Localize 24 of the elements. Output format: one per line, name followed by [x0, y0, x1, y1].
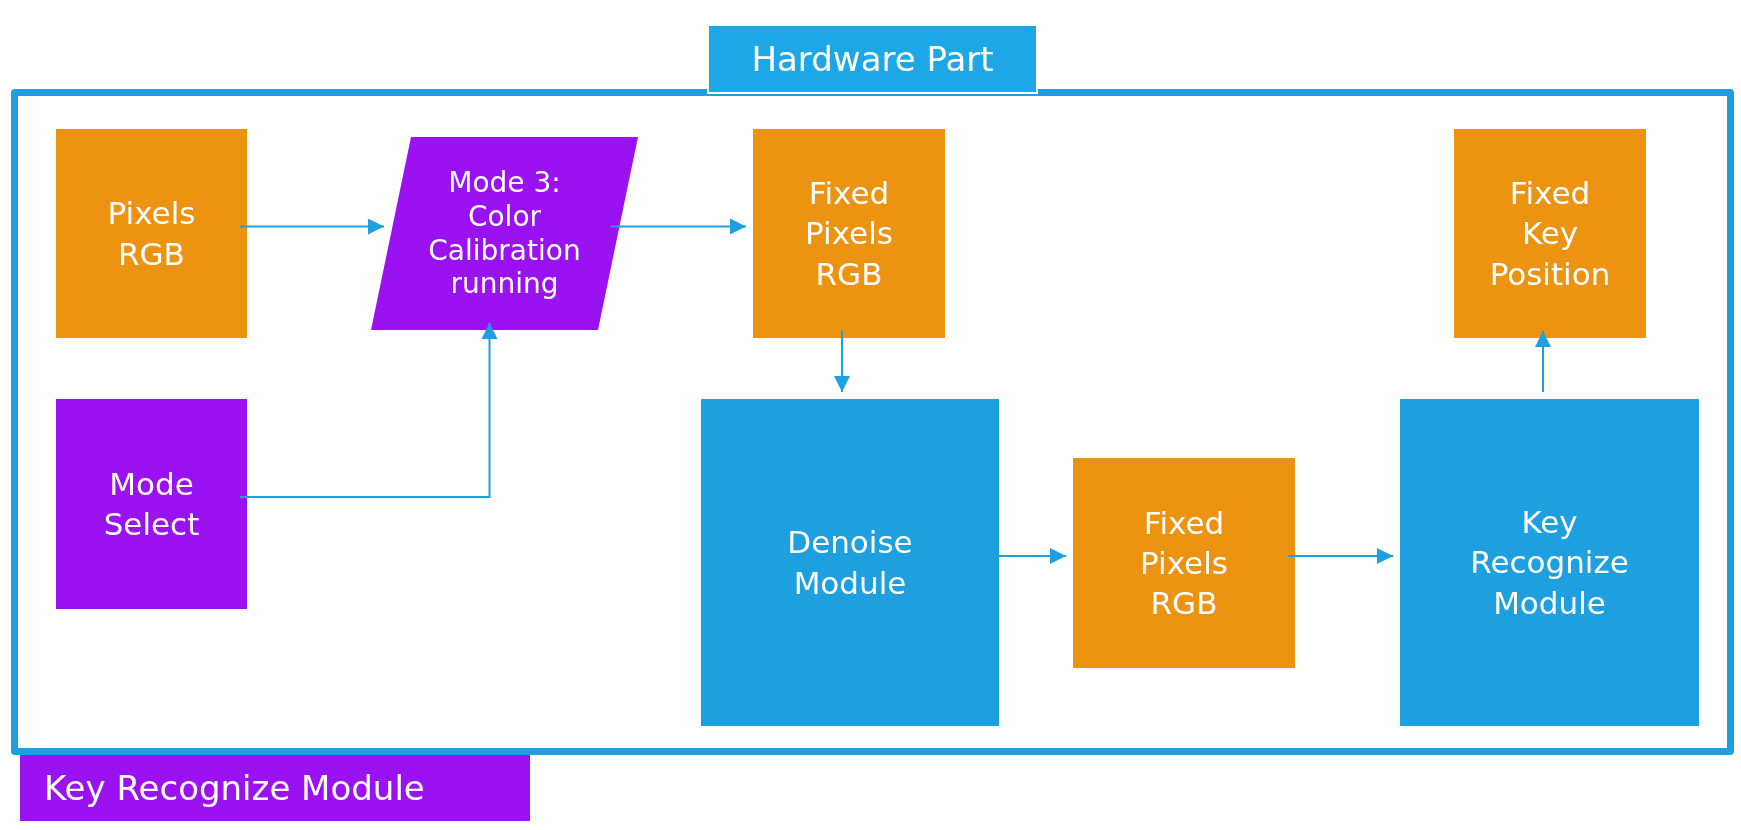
data-box: [753, 129, 945, 338]
section-title-tag: Key Recognize Module: [20, 755, 530, 821]
module-box: [701, 399, 999, 726]
node-label: Fixed Pixels RGB: [804, 174, 894, 294]
section-title-tag: Hardware Part: [707, 24, 1038, 94]
module-box: [1400, 399, 1699, 726]
arrow: [834, 330, 850, 393]
node-label: Mode Select: [102, 464, 201, 544]
node-label: Key Recognize Module: [1469, 503, 1630, 623]
arrow: [1287, 548, 1394, 564]
arrow: [239, 218, 385, 235]
data-box: [1454, 129, 1646, 338]
arrow: [239, 322, 498, 498]
data-box: [1073, 458, 1295, 668]
input-box: [56, 399, 247, 609]
node-label: Pixels RGB: [106, 194, 197, 274]
node-label: Fixed Pixels RGB: [1139, 503, 1229, 624]
data-box: [56, 129, 247, 338]
arrow: [610, 218, 747, 235]
node-label: Fixed Key Position: [1488, 174, 1612, 294]
node-label: Denoise Module: [786, 523, 914, 603]
process-parallelogram: [371, 137, 638, 330]
arrow: [1535, 330, 1551, 393]
node-label: Mode 3: Color Calibration running: [427, 166, 582, 301]
